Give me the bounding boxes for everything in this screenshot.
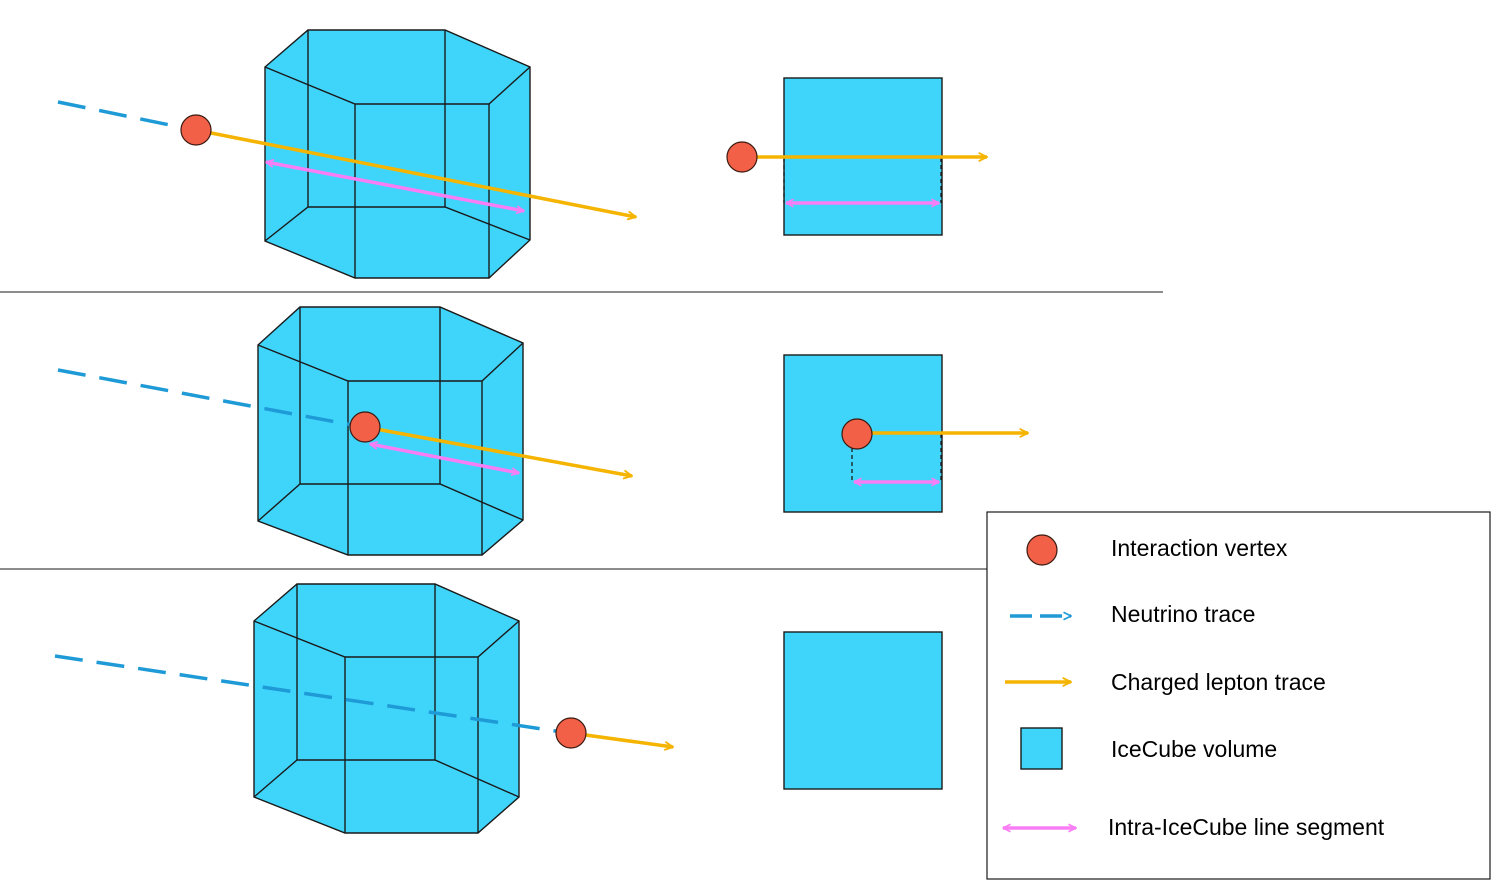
row-3-hexagonal-prism bbox=[253, 583, 520, 834]
row-3-vertex bbox=[555, 717, 587, 749]
legend-lepton-label: Charged lepton trace bbox=[1111, 669, 1326, 695]
row-1-projection-vertex bbox=[726, 141, 758, 173]
row-3-lepton-trace bbox=[570, 731, 673, 747]
legend-box bbox=[986, 511, 1491, 880]
volume-square-icon bbox=[1020, 727, 1063, 770]
legend: Interaction vertex Neutrino trace Charge… bbox=[986, 511, 1491, 880]
row-2-neutrino-trace bbox=[57, 368, 363, 427]
legend-vertex-label: Interaction vertex bbox=[1111, 535, 1288, 561]
row-2-projection-vertex bbox=[841, 418, 873, 450]
row-1-neutrino-trace bbox=[57, 100, 194, 130]
row-1-vertex bbox=[180, 114, 212, 146]
legend-neutrino-label: Neutrino trace bbox=[1111, 601, 1255, 627]
row-2-vertex bbox=[349, 411, 381, 443]
row-1-hexagonal-prism bbox=[264, 29, 531, 279]
row-1-intra-segment bbox=[266, 162, 524, 211]
row-3-projection-square bbox=[783, 631, 943, 790]
row-1-lepton-trace bbox=[195, 128, 636, 217]
vertex-icon bbox=[1026, 534, 1058, 566]
legend-volume-label: IceCube volume bbox=[1111, 736, 1277, 762]
row-2-intra-segment bbox=[370, 444, 519, 473]
row-3-neutrino-trace bbox=[54, 654, 569, 733]
row-2-lepton-trace bbox=[364, 425, 632, 476]
legend-segment-label: Intra-IceCube line segment bbox=[1108, 814, 1385, 840]
